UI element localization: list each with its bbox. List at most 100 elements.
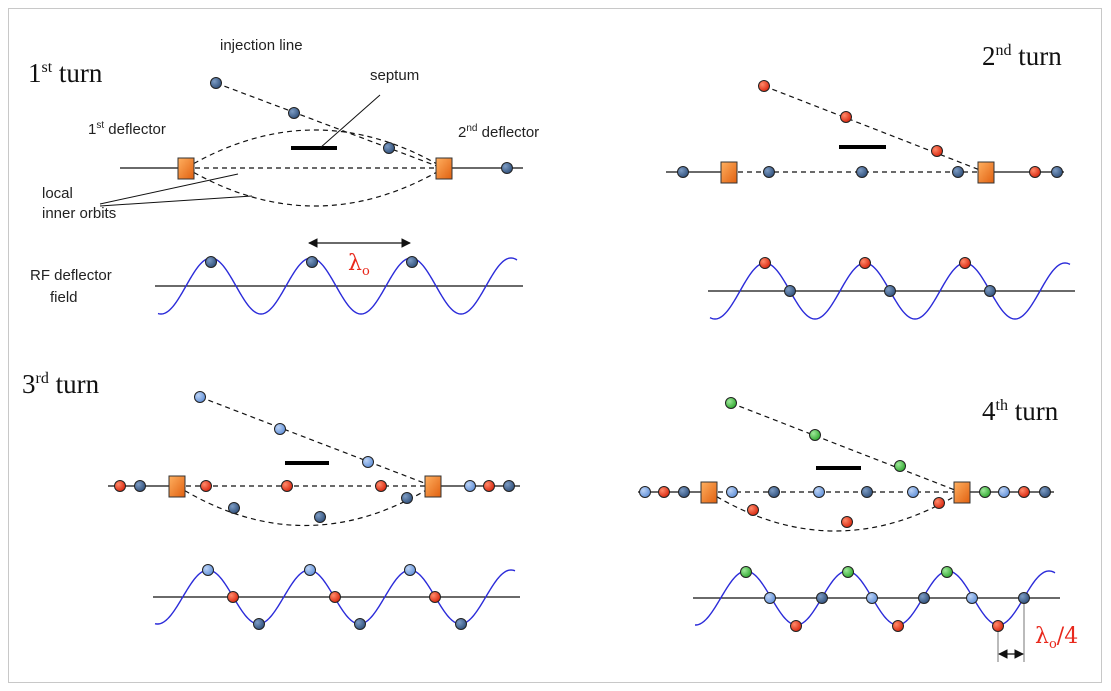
bunch-on-crest	[202, 564, 214, 576]
orbit-pointer-1	[99, 173, 239, 205]
bunch-on-crest	[941, 566, 953, 578]
bunch-on-zero	[984, 285, 996, 297]
rf-deflector-label: RF deflector	[30, 267, 112, 284]
second-deflector-icon	[424, 475, 442, 498]
panel-turn-1: 1st turn injection line septum 1st defle…	[28, 37, 539, 315]
orbit-pointer-2	[99, 195, 253, 207]
circulating-bunch	[134, 480, 146, 492]
bunch-on-crest	[304, 564, 316, 576]
injected-bunch	[210, 77, 222, 89]
bunch-on-zero	[966, 592, 978, 604]
bunch-on-crest	[306, 256, 318, 268]
bunch-on-zero	[866, 592, 878, 604]
injected-bunch	[725, 397, 737, 409]
circulating-bunch	[200, 480, 212, 492]
circulating-bunch	[726, 486, 738, 498]
inner-orbits-label: inner orbits	[42, 205, 116, 222]
bunch-on-trough	[992, 620, 1004, 632]
bunch-on-zero	[429, 591, 441, 603]
bunch-on-crest	[842, 566, 854, 578]
bunch-on-zero	[884, 285, 896, 297]
second-deflector-icon	[435, 157, 453, 180]
turn2-title: 2nd turn	[982, 41, 1062, 71]
injection-line-label: injection line	[220, 37, 303, 54]
lambda-label: λo	[348, 251, 370, 279]
circulating-bunch	[678, 486, 690, 498]
injection-line	[215, 82, 443, 169]
bunch-on-trough	[455, 618, 467, 630]
lower-local-orbit	[185, 167, 445, 207]
injection-line	[730, 402, 961, 493]
orbit-bunch	[314, 511, 326, 523]
circulating-bunch	[1051, 166, 1063, 178]
second-deflector-icon	[953, 481, 971, 504]
circulating-bunch	[979, 486, 991, 498]
circulating-bunch	[677, 166, 689, 178]
circulating-bunch	[1018, 486, 1030, 498]
circulating-bunch	[1039, 486, 1051, 498]
circulating-bunch	[768, 486, 780, 498]
lower-local-orbit	[176, 485, 434, 526]
bunch-on-zero	[227, 591, 239, 603]
bunch-on-zero	[918, 592, 930, 604]
second-deflector-icon	[977, 161, 995, 184]
panel-turn-2: 2nd turn	[666, 41, 1075, 320]
injected-bunch	[383, 142, 395, 154]
circulating-bunch	[503, 480, 515, 492]
first-deflector-icon	[168, 475, 186, 498]
circulating-bunch	[501, 162, 513, 174]
second-deflector-label: 2nd deflector	[458, 123, 539, 141]
circulating-bunch	[952, 166, 964, 178]
rf-field-wave	[157, 257, 518, 315]
orbit-bunch	[841, 516, 853, 528]
bunch-on-crest	[759, 257, 771, 269]
circulating-bunch	[998, 486, 1010, 498]
septum-pointer	[319, 94, 381, 149]
injected-bunch	[758, 80, 770, 92]
diagram-frame	[8, 8, 1102, 683]
quarter-lambda-label: λo/4	[1035, 624, 1078, 652]
bunch-on-crest	[406, 256, 418, 268]
orbit-bunch	[228, 502, 240, 514]
bunch-on-zero	[764, 592, 776, 604]
first-deflector-icon	[720, 161, 738, 184]
injected-bunch	[840, 111, 852, 123]
turn1-title: 1st turn	[28, 58, 103, 88]
injected-bunch	[809, 429, 821, 441]
circulating-bunch	[763, 166, 775, 178]
bunch-on-crest	[959, 257, 971, 269]
upper-local-orbit	[185, 129, 445, 169]
septum-label: septum	[370, 67, 419, 84]
bunch-on-trough	[892, 620, 904, 632]
injected-bunch	[288, 107, 300, 119]
injected-bunch	[194, 391, 206, 403]
panel-turn-3: 3rd turn	[22, 369, 520, 630]
bunch-on-trough	[354, 618, 366, 630]
injection-line	[763, 85, 986, 173]
first-deflector-icon	[700, 481, 718, 504]
panel-turn-4: 4th turn	[638, 396, 1078, 662]
bunch-on-crest	[859, 257, 871, 269]
injection-line	[199, 396, 433, 487]
bunch-on-zero	[329, 591, 341, 603]
bunch-on-trough	[790, 620, 802, 632]
orbit-bunch	[747, 504, 759, 516]
circulating-bunch	[856, 166, 868, 178]
orbit-bunch	[933, 497, 945, 509]
bunch-on-crest	[404, 564, 416, 576]
bunch-on-crest	[740, 566, 752, 578]
injected-bunch	[931, 145, 943, 157]
injected-bunch	[362, 456, 374, 468]
circulating-bunch	[658, 486, 670, 498]
bunch-on-zero	[784, 285, 796, 297]
circulating-bunch	[861, 486, 873, 498]
bunch-on-zero	[1018, 592, 1030, 604]
field-label: field	[50, 289, 78, 306]
local-label: local	[42, 185, 73, 202]
turn3-title: 3rd turn	[22, 369, 100, 399]
injected-bunch	[274, 423, 286, 435]
circulating-bunch	[813, 486, 825, 498]
orbit-bunch	[401, 492, 413, 504]
bunch-on-trough	[253, 618, 265, 630]
